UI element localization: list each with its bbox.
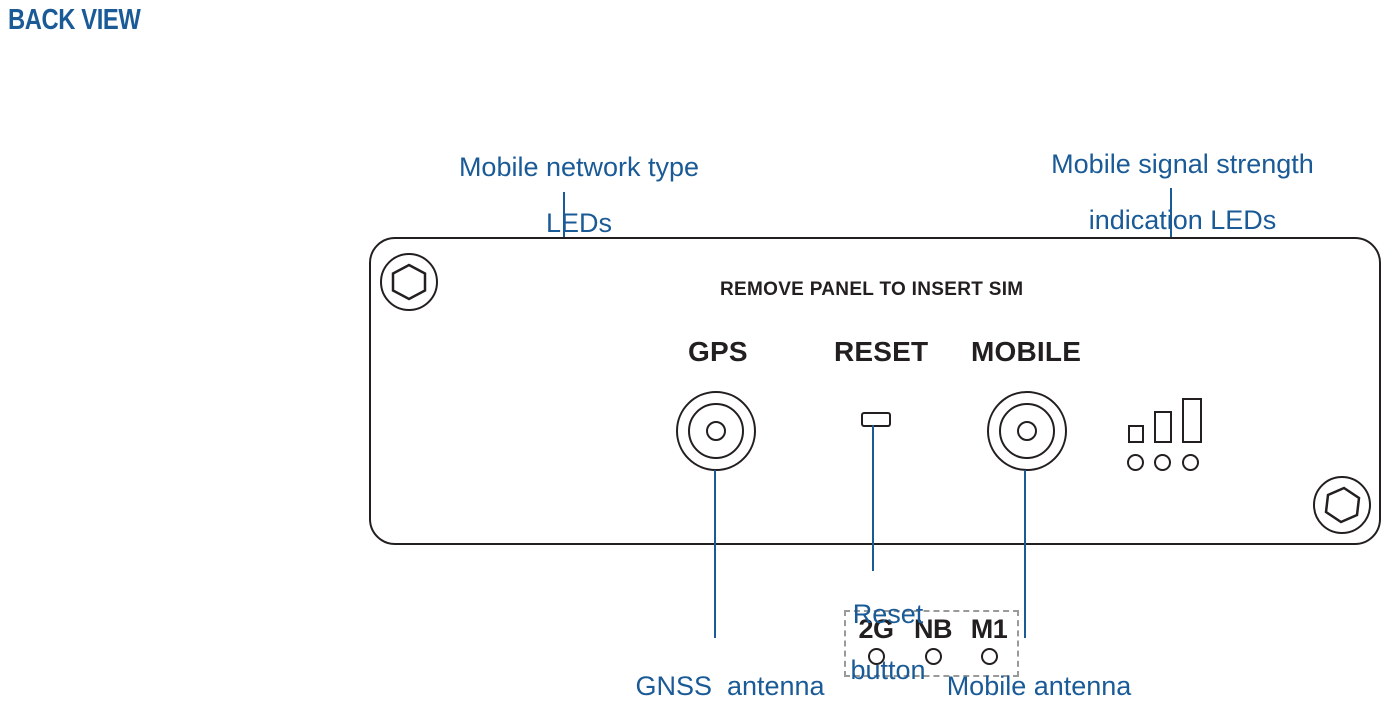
- led-label-m1: M1: [970, 614, 1008, 644]
- callout-gnss-connector-line1: GNSS antenna: [635, 671, 825, 702]
- callout-signal-strength-leds: Mobile signal strength indication LEDs: [1005, 122, 1330, 262]
- led-hole-nb: [924, 648, 942, 665]
- hex-screw-icon-top-left: [380, 253, 438, 311]
- device-back-panel: REMOVE PANEL TO INSERT SIM 2G NB M1 GPS: [369, 237, 1381, 677]
- callout-signal-strength-leds-line2: indication LEDs: [1088, 205, 1277, 236]
- gnss-antenna-connector[interactable]: [676, 391, 756, 471]
- led-hole-2g: [867, 648, 885, 665]
- signal-strength-indicator: [1127, 367, 1217, 471]
- led-column-m1: M1: [963, 616, 1015, 665]
- callout-network-type-leds-line2: LEDs: [545, 208, 613, 239]
- led-label-2g: 2G: [858, 614, 894, 644]
- port-label-gps: GPS: [688, 336, 748, 367]
- callout-reset-button: Reset button: [773, 572, 973, 712]
- gnss-connector-center-pin: [706, 421, 726, 441]
- leader-line-reset-button: [872, 425, 874, 571]
- gnss-connector-middle-ring: [688, 403, 744, 459]
- callout-reset-button-line1: Reset: [852, 599, 924, 630]
- callout-gnss-connector: GNSS antenna connector: [565, 644, 865, 712]
- callout-signal-strength-leds-line1: Mobile signal strength: [1051, 149, 1314, 180]
- hex-screw-icon-bottom-right: [1313, 476, 1371, 534]
- signal-led-hole-1: [1127, 454, 1144, 471]
- mobile-connector-middle-ring: [999, 403, 1055, 459]
- mobile-antenna-connector[interactable]: [987, 391, 1067, 471]
- leader-line-mobile-connector: [1024, 470, 1026, 638]
- signal-bar-3: [1182, 398, 1202, 443]
- signal-bar-1: [1128, 425, 1144, 443]
- callout-mobile-connector-line1: Mobile antenna: [946, 671, 1132, 702]
- signal-bar-2: [1154, 411, 1172, 443]
- callout-mobile-connector: Mobile antenna connector: [874, 644, 1174, 712]
- gnss-connector-outer-ring: [676, 391, 756, 471]
- led-label-nb: NB: [914, 614, 953, 644]
- led-column-nb: NB: [907, 616, 959, 665]
- port-label-mobile: MOBILE: [971, 336, 1082, 367]
- mobile-connector-center-pin: [1017, 421, 1037, 441]
- callout-network-type-leds: Mobile network type LEDs: [398, 125, 730, 265]
- mobile-connector-outer-ring: [987, 391, 1067, 471]
- reset-button[interactable]: [861, 412, 891, 427]
- page-title: BACK VIEW: [8, 4, 141, 36]
- signal-led-hole-2: [1154, 454, 1171, 471]
- led-column-2g: 2G: [850, 616, 902, 665]
- led-hole-m1: [980, 648, 998, 665]
- callout-reset-button-line2: button: [850, 655, 926, 686]
- leader-line-gnss-connector: [714, 470, 716, 638]
- network-type-led-group: 2G NB M1: [844, 610, 1019, 677]
- signal-led-hole-3: [1182, 454, 1199, 471]
- port-label-reset: RESET: [834, 336, 929, 367]
- callout-network-type-leds-line1: Mobile network type: [458, 152, 700, 183]
- silkscreen-remove-panel-text: REMOVE PANEL TO INSERT SIM: [720, 279, 1024, 300]
